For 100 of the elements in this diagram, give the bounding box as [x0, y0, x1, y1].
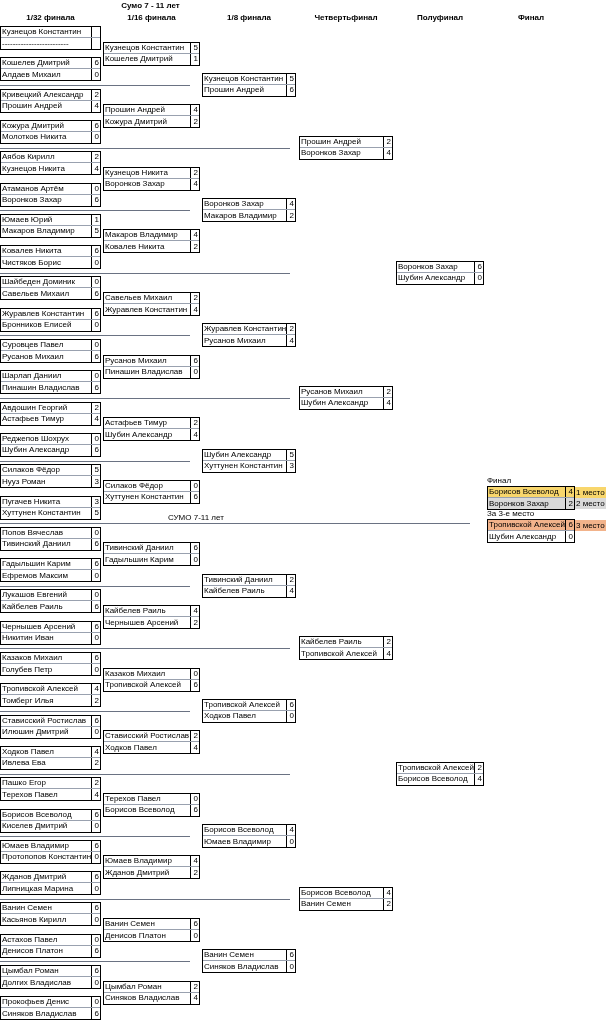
player-name: Реджепов Шохрух [2, 433, 70, 444]
match-box [396, 761, 484, 786]
score: 6 [568, 520, 573, 530]
score: 0 [94, 934, 99, 945]
score: 6 [94, 351, 99, 362]
player-name: Савельев Михаил [2, 288, 70, 299]
score: 6 [94, 966, 99, 976]
match-box [0, 213, 101, 238]
match-box [103, 980, 200, 1005]
match-box [0, 151, 101, 176]
score: 0 [289, 961, 294, 972]
score: 0 [94, 433, 99, 444]
score: 4 [289, 199, 294, 210]
player-name: Бронников Елисей [2, 320, 72, 331]
match-box [103, 104, 200, 129]
match-box [103, 605, 200, 630]
player-name: Воронков Захар [204, 199, 264, 210]
score: 2 [193, 241, 198, 252]
player-name: Тропивской Алексей [489, 520, 565, 530]
player-name: Кайбелев Раиль [204, 586, 265, 597]
score: 4 [193, 742, 198, 753]
score: 6 [193, 492, 198, 503]
match-box [0, 965, 101, 989]
player-name: Кузнецов Константин [204, 73, 284, 84]
score: 4 [386, 648, 391, 659]
score: 5 [94, 465, 99, 476]
player-name: Синяков Владислав [105, 993, 180, 1004]
score: 0 [94, 277, 99, 288]
score: 6 [94, 539, 99, 550]
player-name: Стависский Ростислав [105, 731, 190, 742]
match-box [103, 667, 200, 692]
score: 0 [193, 554, 198, 565]
player-name: Ходков Павел [204, 711, 256, 722]
player-name: Кожура Дмитрий [105, 116, 167, 127]
player-name: Прошин Андрей [105, 105, 165, 116]
match-box [103, 166, 200, 191]
match-box [0, 370, 101, 395]
score: 6 [193, 543, 198, 554]
score: 3 [94, 496, 99, 507]
score: 6 [94, 308, 99, 319]
score: 2 [289, 574, 294, 585]
score: 0 [193, 367, 198, 378]
player-name: Борисов Всеволод [301, 887, 371, 898]
score: 2 [193, 867, 198, 878]
player-name: Шубин Александр [204, 449, 272, 460]
score: 4 [386, 148, 391, 159]
match-box [0, 245, 101, 270]
match-box [0, 119, 101, 144]
score: 6 [94, 246, 99, 257]
player-name: Никитин Иван [2, 633, 54, 644]
player-name: Алдаев Михаил [2, 69, 61, 80]
player-name: Илюшин Дмитрий [2, 727, 69, 738]
score: 6 [94, 382, 99, 393]
player-name: Кузнецов Никита [105, 167, 168, 178]
player-name: Воронков Захар [301, 148, 361, 159]
score: 4 [94, 163, 99, 174]
score: 0 [94, 320, 99, 331]
player-name: Силаков Фёдор [105, 480, 163, 491]
player-name: Цымбал Роман [105, 981, 162, 992]
player-name: Ванин Семен [2, 903, 52, 914]
player-name: Борисов Всеволод [105, 805, 175, 816]
match-box [103, 292, 200, 317]
score: 0 [477, 273, 482, 284]
score: 6 [94, 872, 99, 883]
score: 0 [94, 570, 99, 581]
player-name: Ефремов Максим [2, 570, 68, 581]
player-name: Липницкая Марина [2, 883, 74, 894]
player-name: Касьянов Кирилл [2, 914, 67, 925]
match-box [0, 839, 101, 864]
score: 5 [289, 73, 294, 84]
score: 1 [193, 54, 198, 65]
player-name: Прокофьев Денис [2, 997, 70, 1008]
player-name: Кожура Дмитрий [2, 120, 64, 131]
player-name: Воронков Захар [398, 261, 458, 272]
score: 0 [94, 977, 99, 988]
score: 0 [94, 340, 99, 350]
score: 5 [94, 226, 99, 237]
score: 2 [477, 762, 482, 773]
score: 4 [386, 887, 391, 898]
score: 0 [94, 527, 99, 538]
player-name: Кайбелев Раиль [105, 606, 166, 617]
score: 0 [193, 793, 198, 804]
match-box [103, 479, 200, 504]
score: 5 [289, 449, 294, 460]
score: 4 [193, 230, 198, 241]
score: 2 [386, 637, 391, 648]
match-box [0, 933, 101, 958]
score: 0 [94, 183, 99, 194]
player-name: Макаров Владимир [105, 230, 178, 241]
column-header: Четвертьфинал [313, 13, 379, 23]
match-box [0, 464, 101, 489]
player-name: Терехов Павел [105, 793, 161, 804]
score: 4 [568, 487, 573, 497]
player-name: Денисов Платон [105, 930, 166, 941]
score: 6 [94, 1008, 99, 1019]
score: 0 [94, 883, 99, 894]
score: 6 [193, 919, 198, 930]
place-label: 1 место [575, 487, 606, 498]
score: 4 [193, 105, 198, 116]
match-box [0, 683, 101, 708]
